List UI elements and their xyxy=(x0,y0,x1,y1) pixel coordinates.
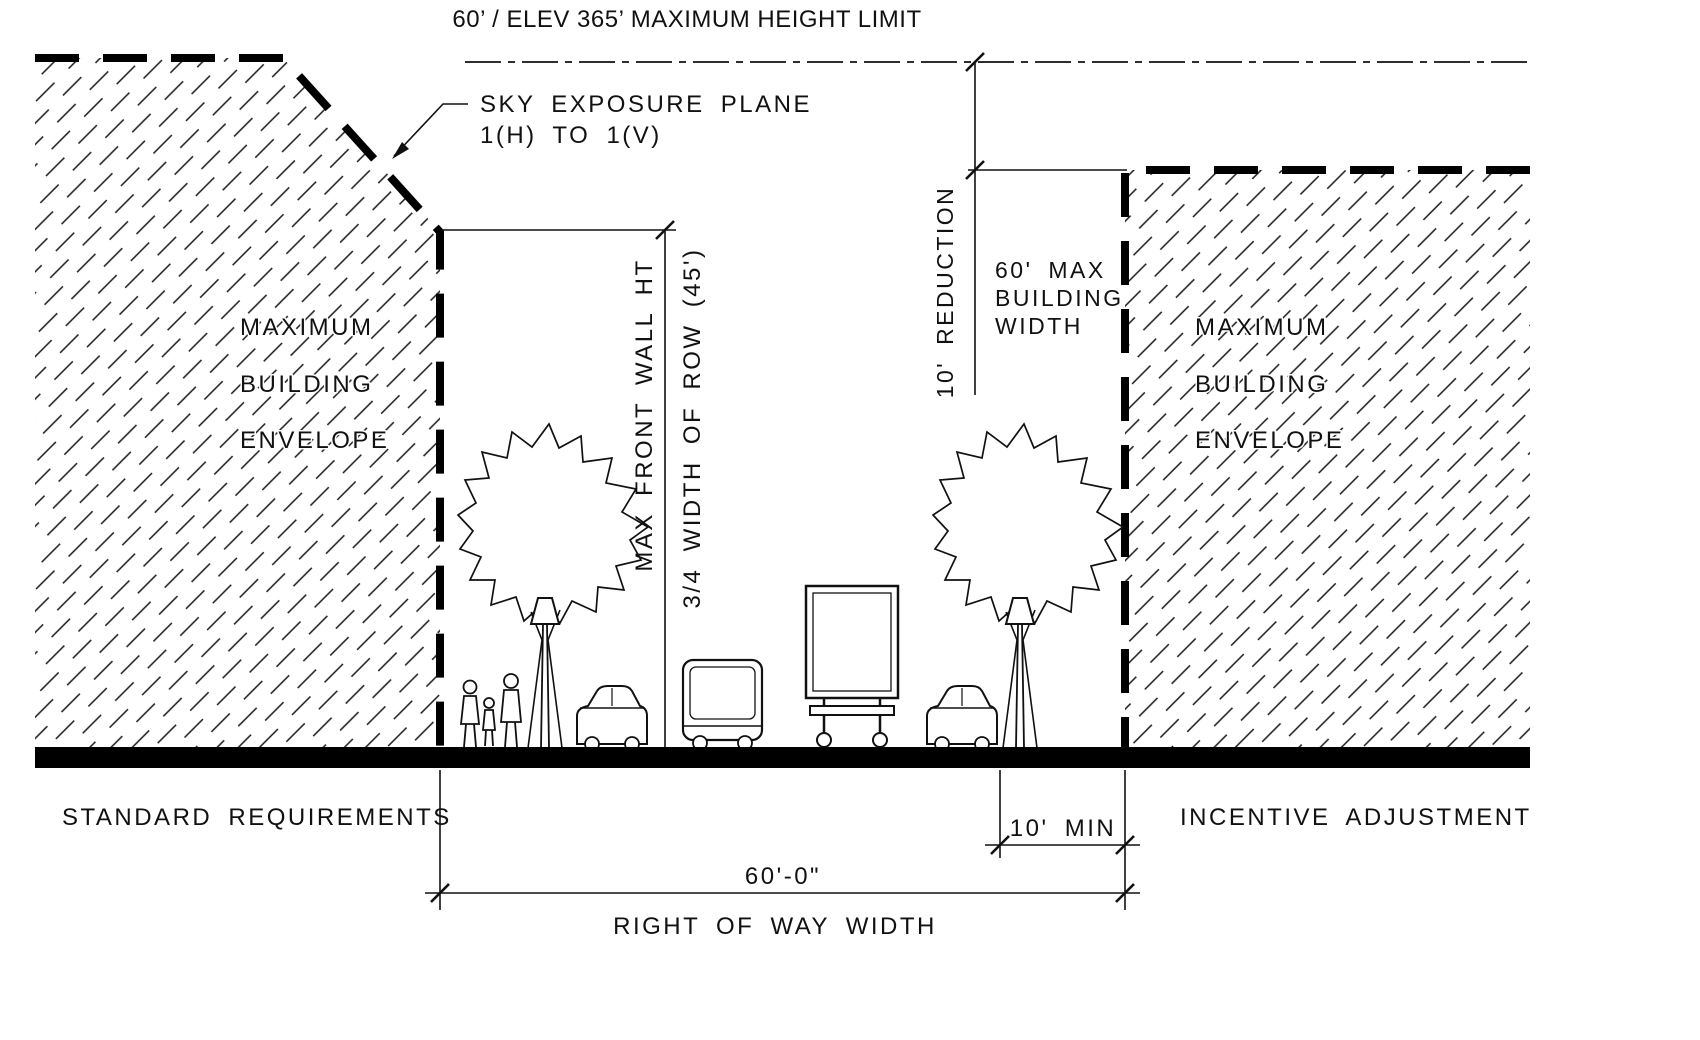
left-building-envelope: MAXIMUM BUILDING ENVELOPE xyxy=(35,54,444,748)
left-envelope-boundary xyxy=(35,54,444,748)
reduction-top-tick xyxy=(965,52,985,72)
street-scene xyxy=(457,423,1124,752)
right-envelope-label: MAXIMUM BUILDING ENVELOPE xyxy=(1194,313,1344,456)
building-width-line1: 60' MAX xyxy=(995,257,1106,283)
building-width-line2: BUILDING xyxy=(995,285,1124,311)
reduction-label: 10' REDUCTION xyxy=(932,186,958,399)
row-right-tick xyxy=(1115,883,1135,903)
truck-icon xyxy=(681,658,764,751)
ground-line xyxy=(35,747,1530,768)
incentive-adjustment-label: INCENTIVE ADJUSTMENT xyxy=(1180,804,1532,831)
ten-min-dimension: 10' MIN xyxy=(985,770,1140,858)
row-left-tick xyxy=(430,883,450,903)
building-width-line3: WIDTH xyxy=(995,313,1083,339)
right-envelope-label-line2: BUILDING xyxy=(1195,371,1328,398)
right-of-way-width-label: RIGHT OF WAY WIDTH xyxy=(613,913,937,940)
standard-requirements-label: STANDARD REQUIREMENTS xyxy=(62,804,452,831)
right-envelope-label-line3: ENVELOPE xyxy=(1195,427,1344,454)
reduction-dimension: 10' REDUCTION xyxy=(932,52,1127,399)
sky-exposure-callout: SKY EXPOSURE PLANE 1(H) TO 1(V) xyxy=(392,91,812,159)
right-building-envelope: MAXIMUM BUILDING ENVELOPE xyxy=(1121,166,1530,748)
ten-min-label: 10' MIN xyxy=(1010,815,1116,842)
sky-exposure-label-line1: SKY EXPOSURE PLANE xyxy=(480,91,812,118)
left-envelope-label: MAXIMUM BUILDING ENVELOPE xyxy=(239,313,389,456)
left-envelope-label-line3: ENVELOPE xyxy=(240,427,389,454)
building-width-note: 60' MAX BUILDING WIDTH xyxy=(995,257,1124,339)
reduction-bottom-tick xyxy=(965,160,985,180)
row-three-quarter-label: 3/4 WIDTH OF ROW (45') xyxy=(679,248,706,609)
sky-exposure-label-line2: 1(H) TO 1(V) xyxy=(480,122,662,149)
ten-min-left-tick xyxy=(990,835,1010,855)
sky-exposure-arrowhead-icon xyxy=(392,142,409,159)
front-wall-dim-tick xyxy=(655,220,675,240)
sky-exposure-leader-line xyxy=(393,103,468,157)
right-envelope-hatch xyxy=(1125,170,1530,748)
front-wall-height-dimension: MAX FRONT WALL HT 3/4 WIDTH OF ROW (45') xyxy=(443,220,706,748)
sign-trailer-icon xyxy=(804,584,900,748)
max-height-limit-title: 60’ / ELEV 365’ MAXIMUM HEIGHT LIMIT xyxy=(452,6,921,33)
pedestrians-icon xyxy=(459,673,522,748)
left-envelope-label-line2: BUILDING xyxy=(240,371,373,398)
right-envelope-boundary xyxy=(1121,166,1530,748)
right-envelope-label-line1: MAXIMUM xyxy=(1195,314,1329,341)
left-envelope-label-line1: MAXIMUM xyxy=(240,314,374,341)
right-of-way-dimension: 60'-0" RIGHT OF WAY WIDTH xyxy=(425,770,1140,940)
car-icon-left xyxy=(576,685,648,752)
car-icon-right xyxy=(926,685,998,752)
row-width-value: 60'-0" xyxy=(745,863,821,890)
left-envelope-hatch xyxy=(35,58,440,748)
